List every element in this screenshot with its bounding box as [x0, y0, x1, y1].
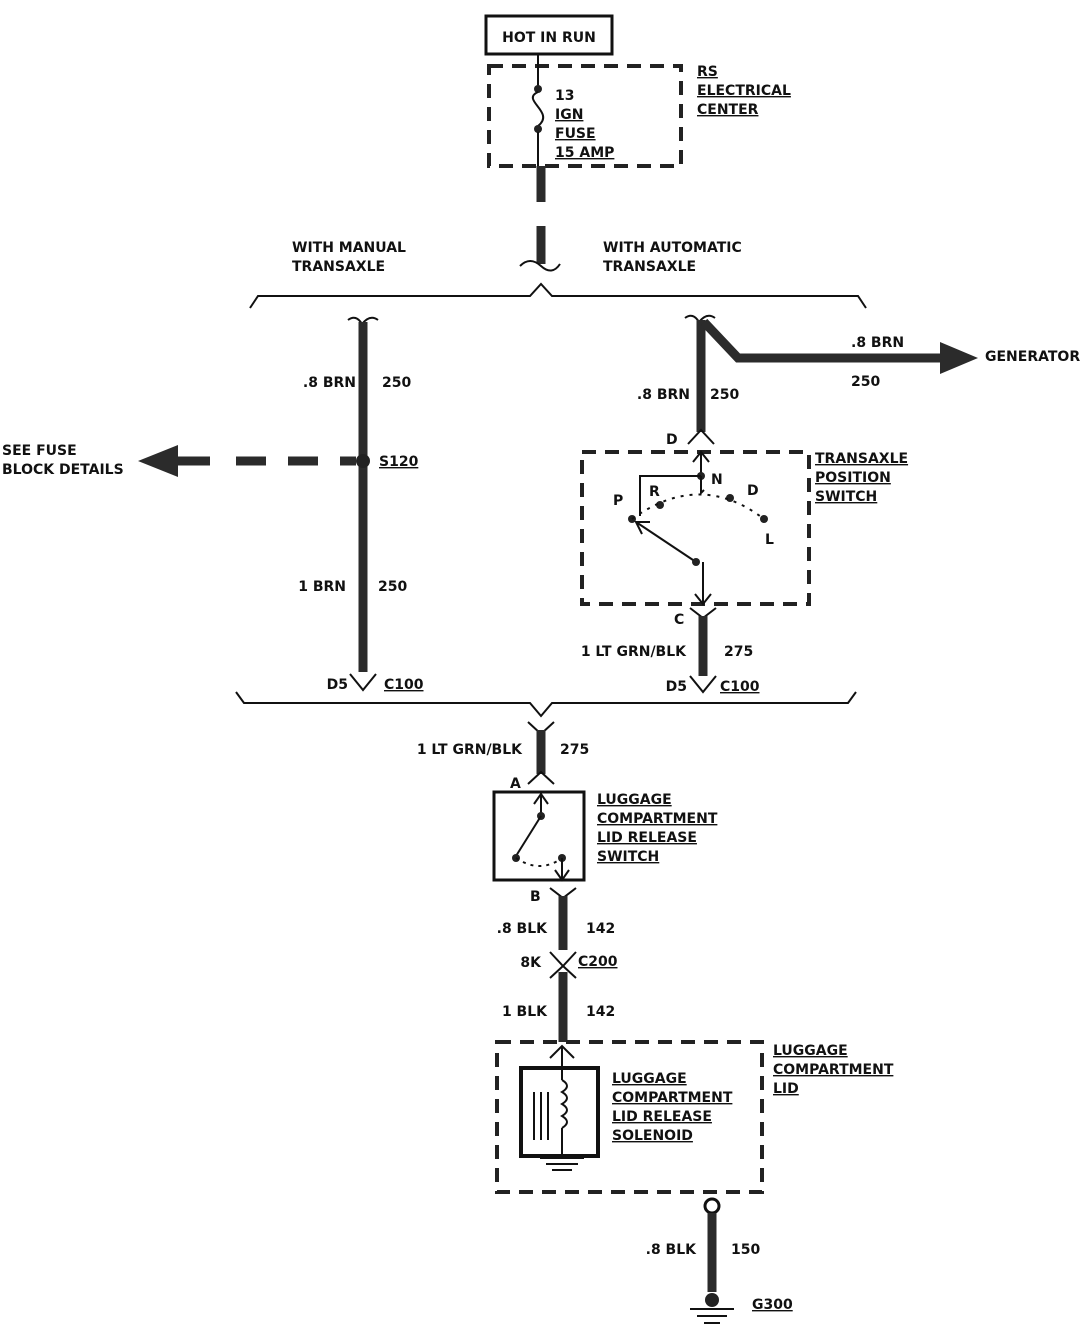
manual-top-circuit: 250 — [382, 375, 411, 391]
release-switch-box — [492, 790, 586, 882]
release-label-1: LUGGAGE — [597, 792, 672, 808]
c200-pin: 8K — [520, 955, 542, 971]
ground-wire-gauge: .8 BLK — [646, 1242, 698, 1258]
merged-circuit: 275 — [560, 742, 589, 758]
c200-wire-circuit: 142 — [586, 921, 615, 937]
switch-label-2: POSITION — [815, 470, 891, 486]
release-pin-in: A — [510, 776, 521, 792]
ground-symbol-icon — [690, 1308, 734, 1324]
generator-arrow-icon — [940, 342, 978, 374]
solenoid-label-4: SOLENOID — [612, 1128, 693, 1144]
switch-label-1: TRANSAXLE — [815, 451, 908, 467]
hot-in-run-label: HOT IN RUN — [502, 30, 596, 46]
generator-circuit: 250 — [851, 374, 880, 390]
automatic-label-2: TRANSAXLE — [603, 259, 696, 275]
release-pin-out: B — [530, 889, 541, 905]
lid-label-3: LID — [773, 1081, 799, 1097]
auto-top-gauge: .8 BRN — [637, 387, 690, 403]
manual-c100-pin-icon — [349, 673, 377, 692]
lid-label-1: LUGGAGE — [773, 1043, 848, 1059]
fuse-block-arrow-icon — [138, 445, 178, 477]
ground-label: G300 — [752, 1297, 793, 1313]
switch-label-3: SWITCH — [815, 489, 877, 505]
ground-dot-icon — [705, 1293, 719, 1307]
release-label-3: LID RELEASE — [597, 830, 697, 846]
manual-label-2: TRANSAXLE — [292, 259, 385, 275]
options-brace-bottom — [235, 691, 857, 718]
center-label-1: RS — [697, 64, 718, 80]
c200-pin-top-icon — [549, 951, 577, 968]
center-label-2: ELECTRICAL — [697, 83, 791, 99]
release-switch-icon — [512, 792, 570, 882]
hot-in-run-box: HOT IN RUN — [484, 14, 614, 56]
manual-label-1: WITH MANUAL — [292, 240, 406, 256]
c200-pin-bottom-icon — [549, 964, 577, 979]
generator-gauge: .8 BRN — [851, 335, 904, 351]
auto-connector: C100 — [720, 679, 760, 695]
fuse-word: FUSE — [555, 126, 596, 142]
manual-path: .8 BRN 250 S120 SEE FUSE BLOCK DETAILS 1… — [2, 316, 424, 693]
options-brace-top — [249, 282, 867, 309]
merged-gauge: 1 LT GRN/BLK — [417, 742, 523, 758]
auto-pin-d-icon — [687, 428, 715, 445]
feed-break-icon — [519, 260, 561, 272]
merged-path: 1 LT GRN/BLK 275 A LUGGAGE COMPARTMENT L… — [417, 721, 894, 1324]
auto-c100-pin-icon — [689, 675, 717, 694]
position-p: P — [613, 493, 623, 509]
c200-wire-gauge: .8 BLK — [497, 921, 549, 937]
solenoid-wire-gauge: 1 BLK — [502, 1004, 548, 1020]
solenoid-wire-circuit: 142 — [586, 1004, 615, 1020]
position-n: N — [711, 472, 723, 488]
fuse-number: 13 — [555, 88, 574, 104]
release-pin-a-icon — [527, 770, 555, 785]
position-l: L — [765, 532, 774, 548]
lid-label-2: COMPARTMENT — [773, 1062, 894, 1078]
generator-label: GENERATOR — [985, 349, 1080, 365]
manual-pin: D5 — [327, 677, 348, 693]
transaxle-switch-box — [580, 450, 811, 606]
automatic-path: .8 BRN 250 GENERATOR .8 BRN 250 D TRANSA… — [580, 314, 1080, 695]
center-label-3: CENTER — [697, 102, 759, 118]
position-d: D — [747, 483, 759, 499]
splice-label: S120 — [379, 454, 419, 470]
solenoid-coil-icon — [533, 1046, 584, 1171]
automatic-label-1: WITH AUTOMATIC — [603, 240, 742, 256]
auto-bottom-gauge: 1 LT GRN/BLK — [581, 644, 687, 660]
solenoid-box — [519, 1066, 600, 1158]
auto-bottom-circuit: 275 — [724, 644, 753, 660]
release-label-2: COMPARTMENT — [597, 811, 718, 827]
ground-terminal-icon — [703, 1197, 721, 1215]
transaxle-switch-icon — [628, 450, 768, 606]
c200-label: C200 — [578, 954, 618, 970]
solenoid-label-1: LUGGAGE — [612, 1071, 687, 1087]
manual-bottom-gauge: 1 BRN — [298, 579, 346, 595]
fuse-13-icon — [531, 54, 545, 166]
position-r: R — [649, 484, 660, 500]
splice-dot-icon — [356, 454, 370, 468]
ground-wire-circuit: 150 — [731, 1242, 760, 1258]
manual-connector: C100 — [384, 677, 424, 693]
auto-pin: D5 — [666, 679, 687, 695]
manual-top-gauge: .8 BRN — [303, 375, 356, 391]
auto-pin-in: D — [666, 432, 678, 448]
manual-bottom-circuit: 250 — [378, 579, 407, 595]
fuse-rating: 15 AMP — [555, 145, 614, 161]
solenoid-label-2: COMPARTMENT — [612, 1090, 733, 1106]
rs-electrical-center: RS ELECTRICAL CENTER 13 IGN FUSE 15 AMP — [487, 54, 791, 168]
solenoid-label-3: LID RELEASE — [612, 1109, 712, 1125]
auto-pin-out: C — [674, 612, 684, 628]
auto-top-circuit: 250 — [710, 387, 739, 403]
fuse-ref-1: SEE FUSE — [2, 443, 77, 459]
fuse-ref-2: BLOCK DETAILS — [2, 462, 124, 478]
fuse-type: IGN — [555, 107, 583, 123]
release-label-4: SWITCH — [597, 849, 659, 865]
